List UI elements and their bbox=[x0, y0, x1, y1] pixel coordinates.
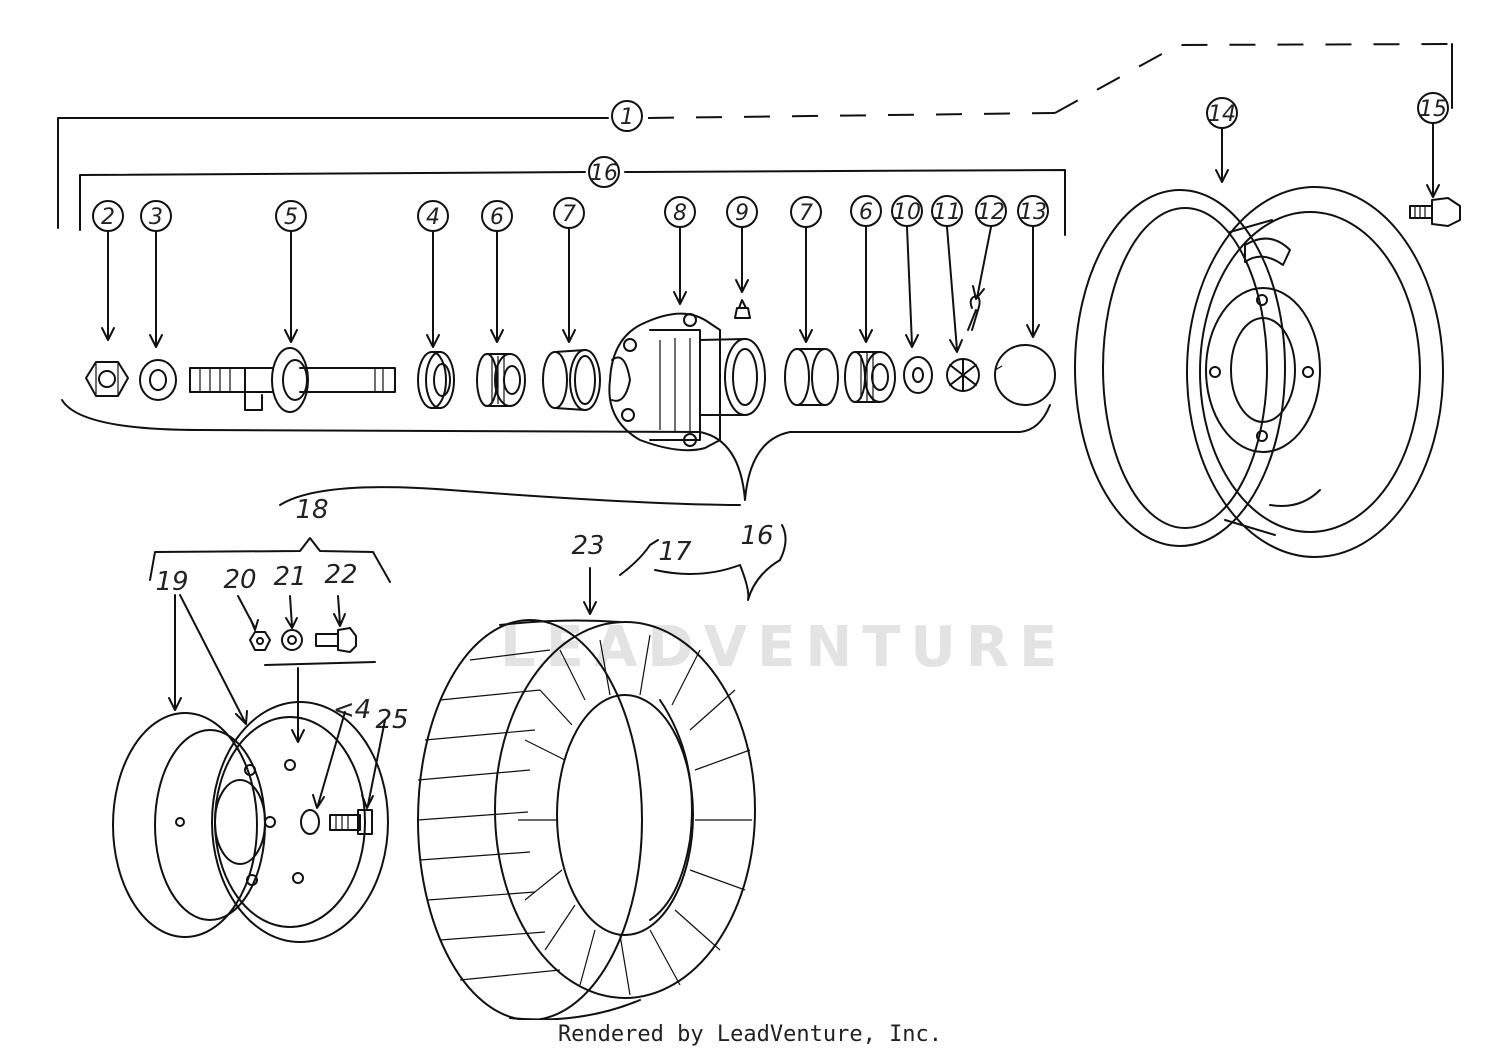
callout-11: 11 bbox=[931, 195, 963, 227]
part-9-grease-fitting bbox=[734, 299, 751, 319]
svg-text:8: 8 bbox=[673, 201, 687, 226]
callout-13: 13 bbox=[1017, 195, 1049, 227]
callout-4: 4 bbox=[417, 200, 449, 232]
part-20-nut bbox=[237, 595, 271, 651]
label-22: 22 bbox=[324, 560, 357, 590]
label-23: 23 bbox=[571, 531, 604, 561]
callout-1: 1 bbox=[611, 100, 643, 132]
part-15-bolt bbox=[1409, 197, 1461, 227]
callout-5: 5 bbox=[275, 200, 307, 232]
assembly-16-brace bbox=[61, 399, 1051, 501]
part-8-hub bbox=[608, 312, 766, 452]
callout-15: 15 bbox=[1417, 92, 1449, 124]
part-6-bearing-cone-right bbox=[844, 351, 896, 403]
svg-text:15: 15 bbox=[1419, 97, 1447, 122]
part-6-bearing-cone-left bbox=[476, 353, 526, 407]
part-11-slotted-nut bbox=[946, 358, 980, 392]
svg-text:7: 7 bbox=[799, 201, 813, 226]
bracket-18 bbox=[149, 537, 391, 583]
part-10-washer bbox=[903, 356, 933, 394]
part-3-washer bbox=[139, 359, 177, 401]
svg-text:6: 6 bbox=[490, 205, 504, 230]
label-19: 19 bbox=[155, 567, 188, 597]
callout-6-left: 6 bbox=[481, 200, 513, 232]
svg-text:7: 7 bbox=[562, 202, 576, 227]
svg-text:16: 16 bbox=[590, 161, 618, 186]
part-21-washer bbox=[281, 595, 303, 651]
part-25-stud bbox=[329, 719, 386, 835]
assembly-16-bracket bbox=[79, 169, 1066, 236]
leader-arrows bbox=[101, 123, 1440, 353]
svg-text:13: 13 bbox=[1019, 200, 1047, 225]
svg-text:6: 6 bbox=[859, 200, 873, 225]
label-17: 17 bbox=[658, 537, 692, 567]
callout-8: 8 bbox=[664, 196, 696, 228]
callout-2: 2 bbox=[92, 200, 124, 232]
label-24: <4 bbox=[333, 695, 371, 725]
svg-text:1: 1 bbox=[620, 105, 634, 130]
callout-10: 10 bbox=[891, 195, 923, 227]
svg-text:4: 4 bbox=[426, 205, 440, 230]
callout-14: 14 bbox=[1206, 97, 1238, 129]
svg-text:10: 10 bbox=[893, 200, 921, 225]
part-13-dust-cap bbox=[994, 344, 1056, 406]
bracket-18-lower bbox=[264, 661, 376, 666]
callout-3: 3 bbox=[140, 200, 172, 232]
footer-credit: Rendered by LeadVenture, Inc. bbox=[557, 1022, 943, 1047]
callout-7-right: 7 bbox=[790, 196, 822, 228]
part-7-bearing-cup-right bbox=[784, 348, 839, 406]
part-2-hex-nut bbox=[85, 361, 129, 397]
svg-text:5: 5 bbox=[284, 205, 298, 230]
assembly-1-bracket bbox=[57, 43, 1453, 229]
svg-text:12: 12 bbox=[977, 200, 1005, 225]
assembly-17-brace bbox=[279, 486, 787, 601]
callout-9: 9 bbox=[726, 196, 758, 228]
label-16-lower: 16 bbox=[740, 521, 773, 551]
svg-text:2: 2 bbox=[101, 205, 115, 230]
part-24-nut bbox=[300, 711, 346, 835]
label-20: 20 bbox=[223, 565, 256, 595]
watermark: LEADVENTURE bbox=[500, 615, 1067, 680]
callout-12: 12 bbox=[975, 195, 1007, 227]
part-12-cotter-pin bbox=[967, 295, 981, 331]
svg-text:9: 9 bbox=[735, 201, 749, 226]
part-7-bearing-cup-left bbox=[542, 349, 601, 411]
part-14-rim bbox=[1074, 186, 1444, 558]
callout-7-left: 7 bbox=[553, 197, 585, 229]
label-18: 18 bbox=[295, 495, 328, 525]
part-4-seal bbox=[417, 351, 455, 409]
svg-text:11: 11 bbox=[933, 200, 961, 225]
label-21: 21 bbox=[273, 562, 306, 592]
part-22-bolt bbox=[315, 595, 357, 653]
parts-diagram: LEADVENTURE 1 16 2 3 5 4 6 7 8 9 7 6 10 … bbox=[57, 43, 1461, 1020]
svg-text:14: 14 bbox=[1208, 102, 1236, 127]
callout-16: 16 bbox=[588, 156, 620, 188]
svg-text:3: 3 bbox=[149, 205, 163, 230]
label-25: 25 bbox=[375, 705, 408, 735]
part-5-spindle bbox=[189, 347, 396, 413]
part-19-small-rim bbox=[112, 594, 389, 943]
callout-6-right: 6 bbox=[850, 195, 882, 227]
part-23-tire bbox=[417, 567, 756, 1020]
